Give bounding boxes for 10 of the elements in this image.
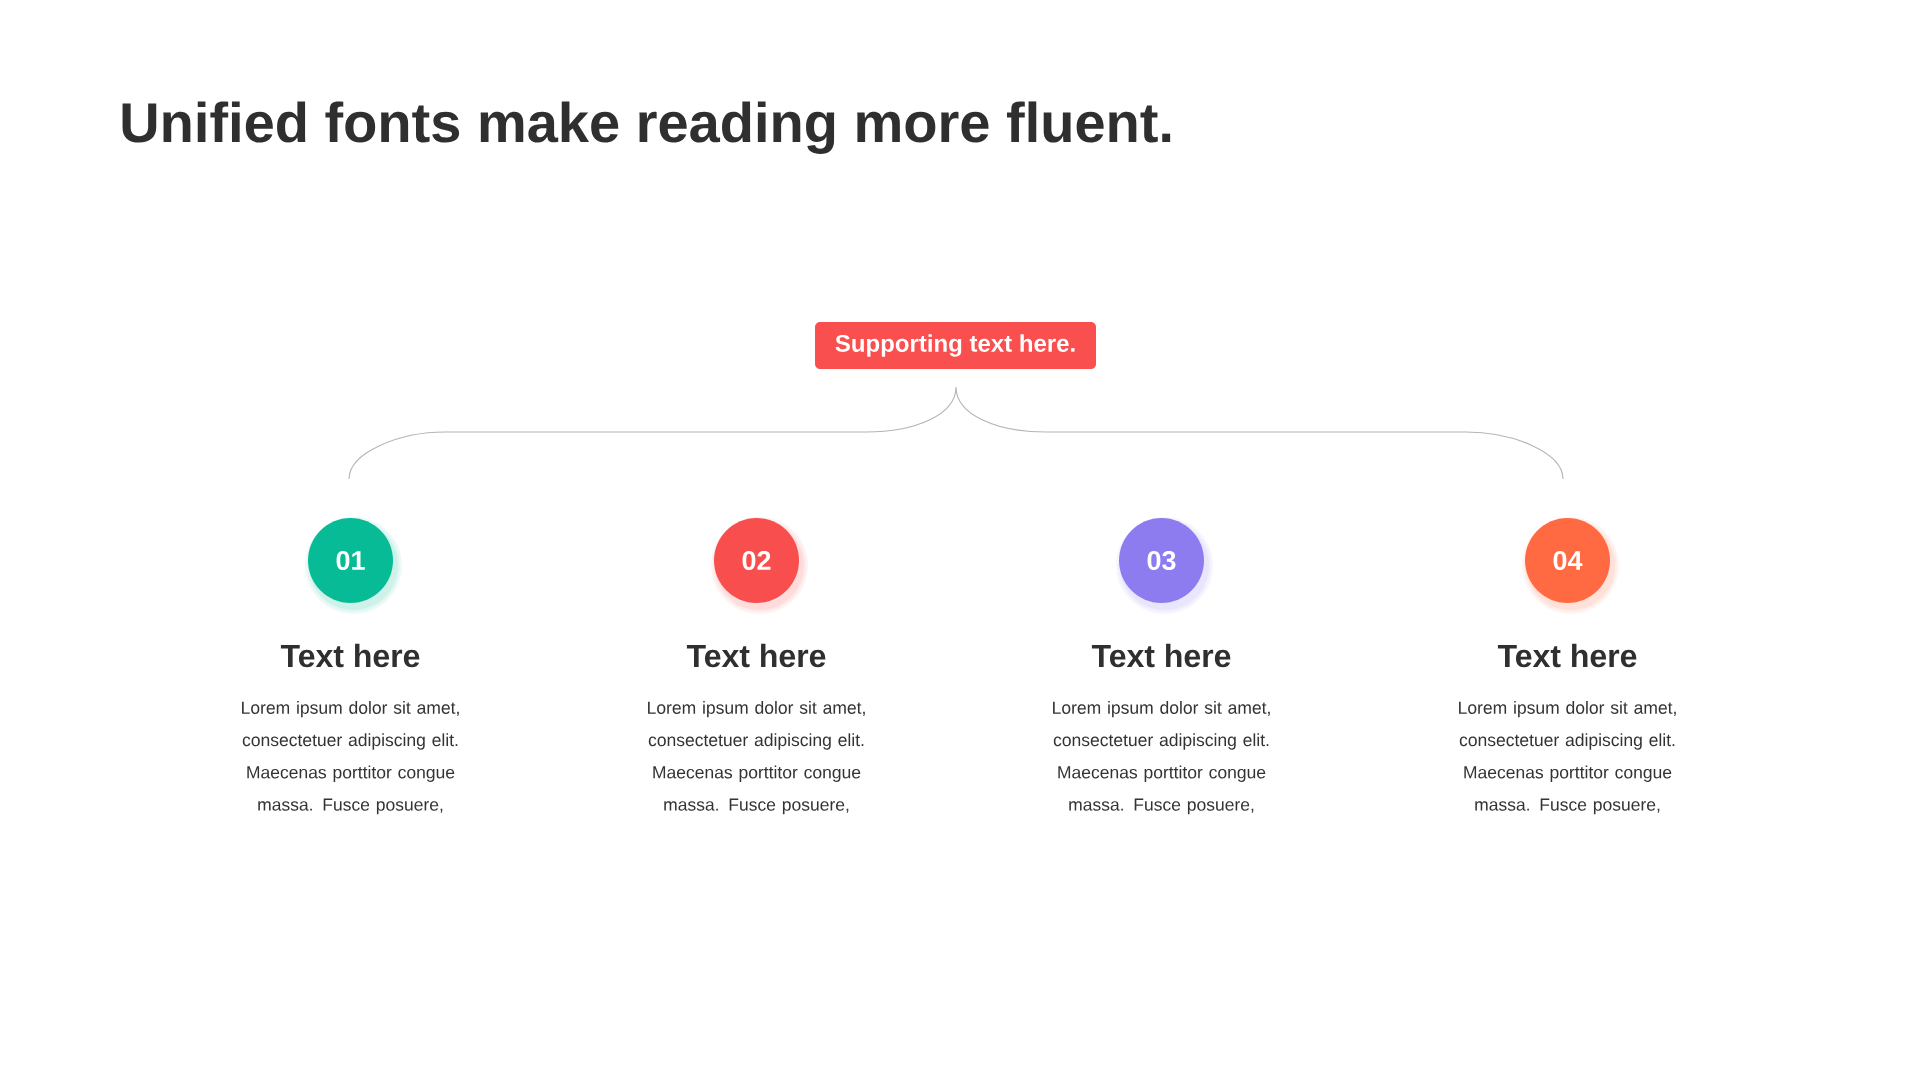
description-text: Lorem ipsum dolor sit amet, consectetuer adipiscing elit. Maecenas porttitor congue massa. Fusce posuere, [242, 701, 459, 815]
title: Unified fonts make reading more fluent. [122, 101, 1171, 154]
item-heading: Text here [1091, 643, 1231, 668]
item-heading: Text here [280, 643, 420, 668]
description-text: Lorem ipsum dolor sit amet, consectetuer adipiscing elit. Maecenas porttitor congue massa. Fusce posuere, [1459, 701, 1676, 815]
item-heading: Text here [1497, 643, 1637, 668]
description-text: Lorem ipsum dolor sit amet, consectetuer adipiscing elit. Maecenas porttitor congue massa. Fusce posuere, [1053, 701, 1270, 815]
label-box: Supporting text here. [815, 322, 1096, 369]
item-heading: Text here [686, 643, 826, 668]
description-text: Lorem ipsum dolor sit amet, consectetuer adipiscing elit. Maecenas porttitor congue massa. Fusce posuere, [648, 701, 865, 815]
